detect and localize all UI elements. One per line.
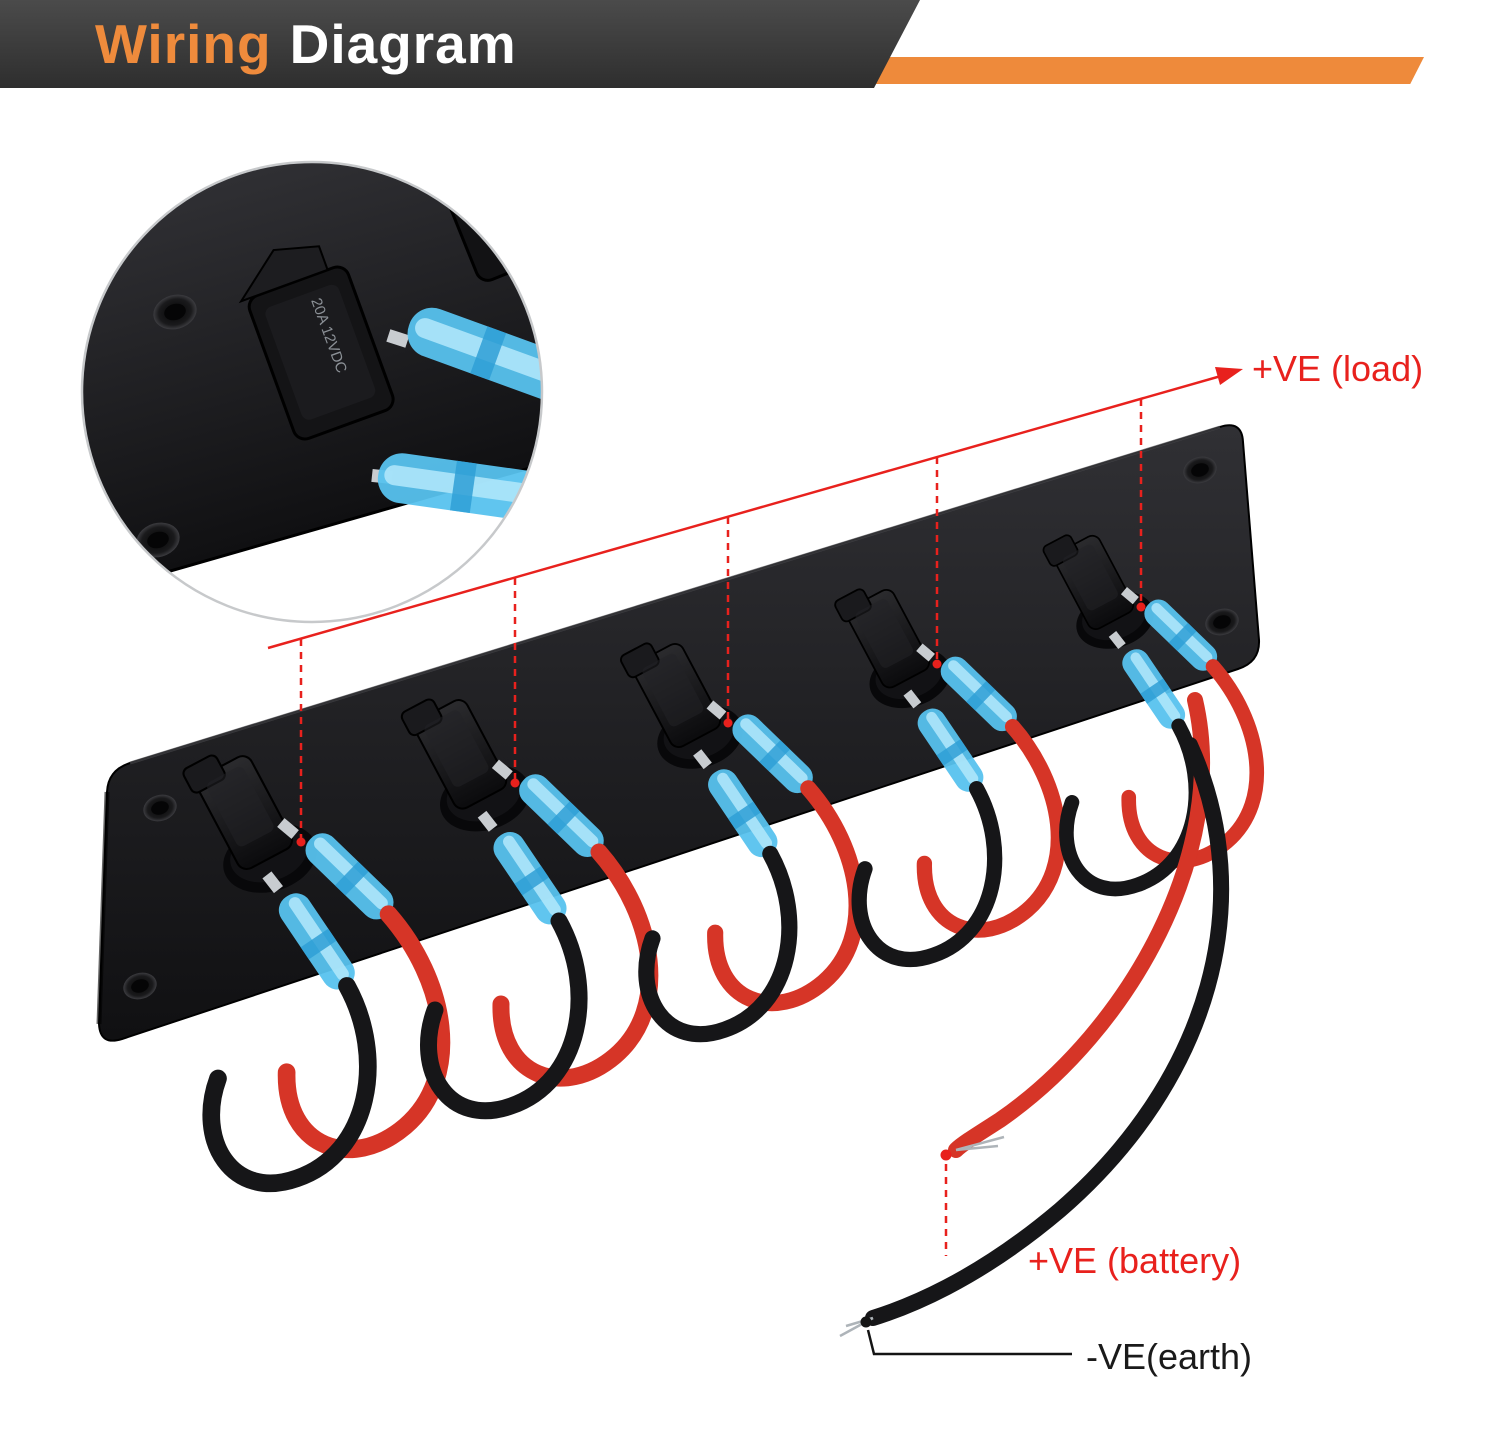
earth-annotation xyxy=(860,1316,1072,1356)
mount-hole xyxy=(143,794,177,822)
closeup-switch: 20A 12VDC xyxy=(238,245,395,441)
mount-hole xyxy=(123,972,157,1000)
closeup-inset: 20A 12VDC xyxy=(80,160,544,624)
load-annotation-lines xyxy=(267,367,1243,847)
battery-label: +VE (battery) xyxy=(1028,1240,1242,1281)
mount-hole xyxy=(1183,456,1217,484)
mount-hole xyxy=(1205,608,1239,636)
battery-wire xyxy=(948,692,1211,1158)
banner-title-highlight: Wiring xyxy=(95,13,272,75)
earth-label: -VE(earth) xyxy=(1086,1336,1253,1377)
battery-annotation xyxy=(940,1149,952,1256)
banner: Wiring Diagram xyxy=(0,0,920,88)
banner-title-rest: Diagram xyxy=(289,13,517,75)
load-label: +VE (load) xyxy=(1252,348,1424,389)
